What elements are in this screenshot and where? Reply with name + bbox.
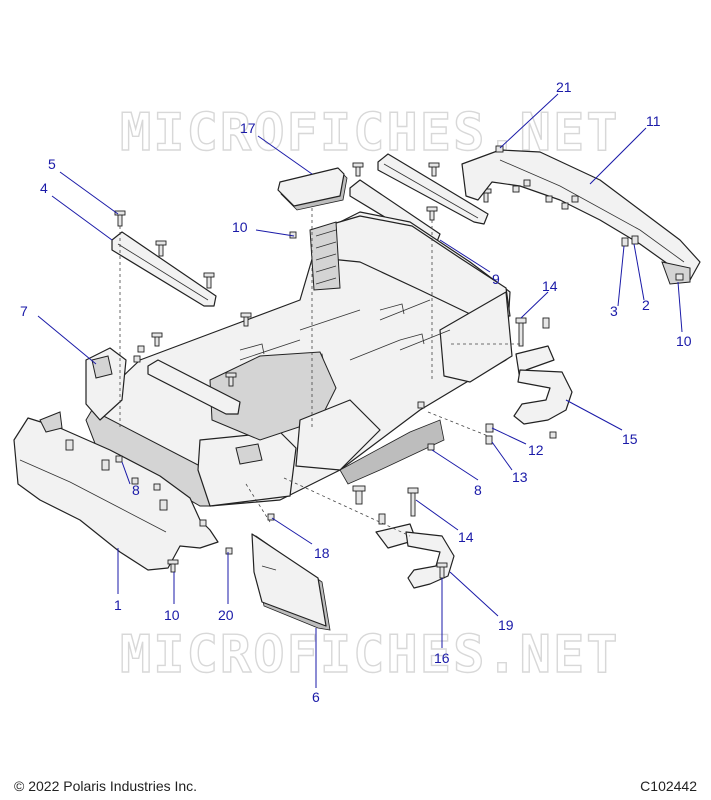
part-15-grab-handle [513, 345, 573, 425]
front-clips [65, 439, 275, 573]
part-1-front-fascia [13, 411, 219, 571]
bed-screws [133, 231, 435, 505]
callout-labels: 21 11 17 5 4 10 9 7 14 3 2 10 15 12 8 13… [20, 79, 692, 705]
callout-7: 7 [20, 303, 28, 319]
small-clips-right [495, 145, 684, 281]
callout-1: 1 [114, 597, 122, 613]
callout-19: 19 [498, 617, 514, 633]
screws-rear-top [352, 162, 492, 221]
handle-screws [378, 317, 557, 579]
copyright-text: © 2022 Polaris Industries Inc. [14, 778, 198, 794]
callout-20: 20 [218, 607, 234, 623]
callout-11: 11 [646, 113, 661, 129]
part-5-screw [114, 210, 215, 289]
part-11-rear-fender [461, 149, 701, 285]
callout-16: 16 [434, 650, 450, 666]
callout-8-right: 8 [474, 482, 482, 498]
callout-10-right: 10 [676, 333, 692, 349]
part-17-panel [277, 167, 348, 211]
part-4-crossbar-left [111, 231, 217, 307]
callout-13: 13 [512, 469, 528, 485]
callout-2: 2 [642, 297, 650, 313]
callout-21: 21 [556, 79, 572, 95]
callout-3: 3 [610, 303, 618, 319]
callout-5: 5 [48, 156, 56, 172]
callout-12: 12 [528, 442, 544, 458]
callout-14-top: 14 [542, 278, 558, 294]
main-cargo-bed [85, 211, 513, 507]
callout-8-left: 8 [132, 482, 140, 498]
callout-17: 17 [240, 120, 256, 136]
callout-9: 9 [492, 271, 500, 287]
watermark-bottom: MICROFICHES.NET [120, 625, 620, 685]
callout-4: 4 [40, 180, 48, 196]
part-6-access-panel [251, 533, 331, 631]
callout-14-bottom: 14 [458, 529, 474, 545]
callout-10-top: 10 [232, 219, 248, 235]
callout-10-bottom: 10 [164, 607, 180, 623]
leader-lines [37, 93, 683, 688]
callout-18: 18 [314, 545, 330, 561]
drawing-number: C102442 [640, 778, 697, 794]
callout-6: 6 [312, 689, 320, 705]
projection-lines [119, 208, 520, 537]
callout-15: 15 [622, 431, 638, 447]
